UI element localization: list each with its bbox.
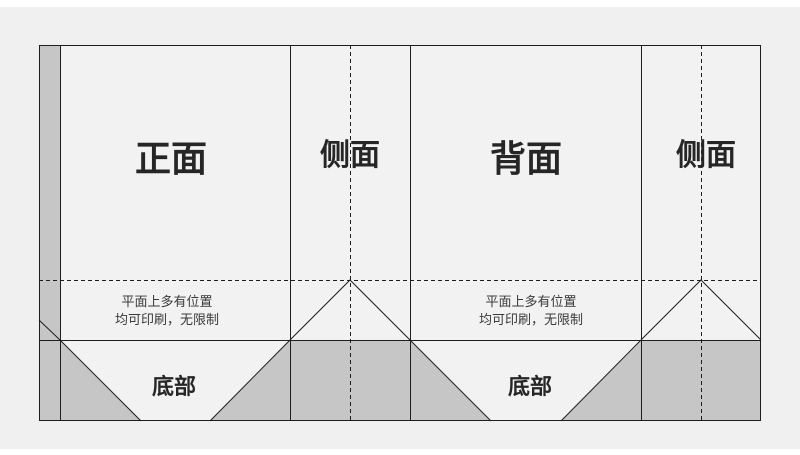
cut-lines <box>38 45 762 422</box>
print-note-line2: 均可印刷，无限制 <box>115 313 219 328</box>
bottom-fold-trapezoid <box>210 340 491 421</box>
print-note-line2: 均可印刷，无限制 <box>479 313 583 328</box>
side-panel-label: 侧面 <box>676 138 736 173</box>
glue-flap <box>39 45 60 421</box>
bottom-diagonal <box>409 339 492 422</box>
bottom-fold-trapezoid <box>561 340 761 421</box>
sheet-outline <box>39 45 761 421</box>
back-panel-label: 背面 <box>490 139 562 180</box>
side-panel-label: 侧面 <box>320 138 380 173</box>
bottom-diagonal <box>209 339 291 422</box>
print-note-line1: 平面上多有位置 <box>485 294 576 310</box>
bottom-diagonal <box>560 339 642 422</box>
fold-lines <box>39 45 761 421</box>
bottom-diagonal <box>59 339 142 422</box>
bottom-label: 底部 <box>152 374 196 400</box>
front-panel-label: 正面 <box>135 139 207 180</box>
bottom-label: 底部 <box>508 374 552 400</box>
print-note-line1: 平面上多有位置 <box>121 294 212 310</box>
flap-diagonal <box>38 319 61 341</box>
